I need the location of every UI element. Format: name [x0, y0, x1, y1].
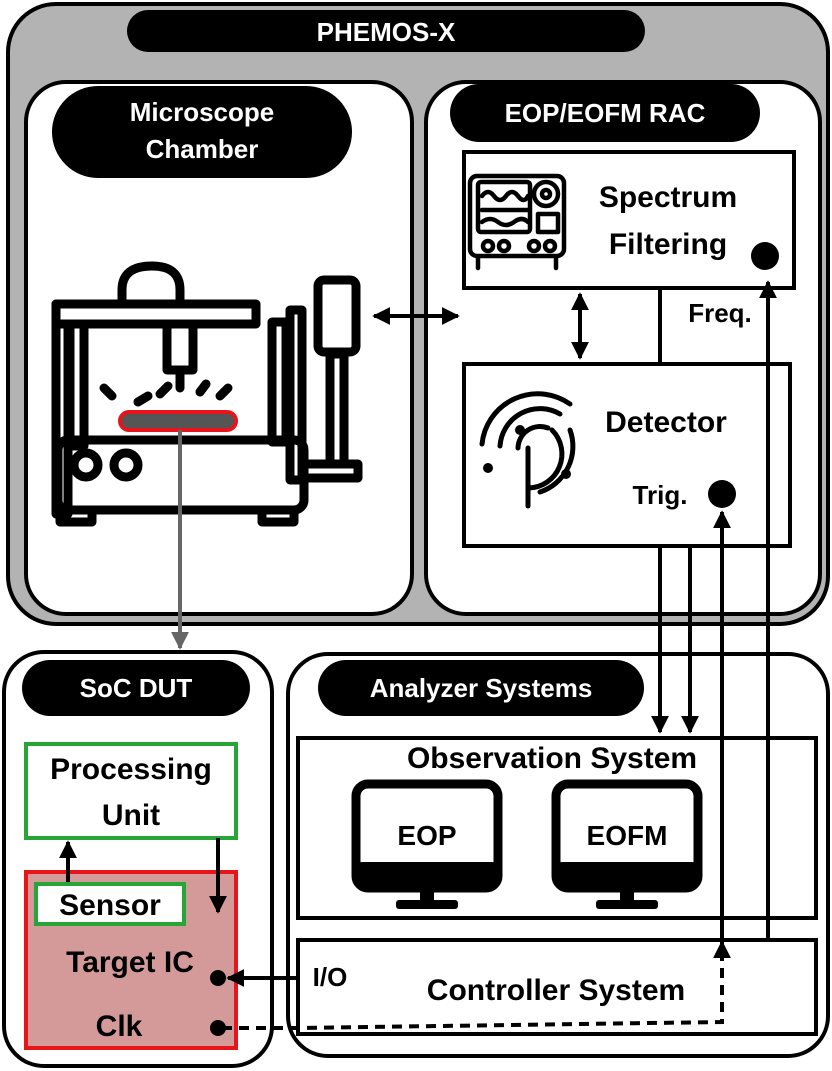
soc-dut-title-pill — [22, 660, 250, 716]
detector-icon — [479, 391, 576, 509]
clk-dashed-line — [222, 940, 731, 1030]
sensor-box — [34, 882, 186, 926]
sensor-label: Sensor — [59, 889, 161, 922]
detector-label: Detector — [605, 406, 727, 439]
rac-title-pill — [450, 84, 760, 142]
detector-trigger-port — [708, 480, 736, 508]
observation-system-title: Observation System — [407, 742, 697, 775]
spectrum-filtering-line1: Spectrum — [599, 181, 737, 214]
eofm-monitor-label: EOFM — [587, 820, 668, 851]
trig-label: Trig. — [633, 480, 688, 510]
processing-unit-line1: Processing — [50, 753, 212, 786]
microscope-chamber-title-pill — [52, 86, 352, 178]
eofm-monitor-icon — [551, 779, 703, 909]
target-ic-io-port — [210, 970, 226, 986]
analyzer-systems-title: Analyzer Systems — [370, 673, 593, 703]
rac-title: EOP/EOFM RAC — [505, 98, 706, 128]
microscope-icon — [51, 261, 363, 527]
detector-icon-dot-3 — [561, 469, 571, 479]
spectrum-filtering-line2: Filtering — [609, 228, 727, 261]
spectrum-output-port — [751, 242, 779, 270]
processing-unit-box — [24, 742, 238, 840]
oscilloscope-icon — [467, 173, 567, 271]
soc-dut-title: SoC DUT — [80, 673, 193, 703]
detector-icon-dot-1 — [483, 463, 493, 473]
detector-icon-dot-2 — [515, 425, 525, 435]
analyzer-systems-title-pill — [318, 660, 644, 716]
eop-monitor-label: EOP — [397, 820, 456, 851]
clk-port — [210, 1020, 226, 1036]
freq-label: Freq. — [688, 298, 752, 328]
target-ic-label: Target IC — [66, 946, 194, 979]
eop-monitor-icon — [351, 779, 503, 909]
processing-unit-line2: Unit — [102, 799, 160, 832]
sample-stage — [118, 410, 238, 432]
microscope-chamber-title-line2: Chamber — [146, 134, 259, 164]
phemos-x-title: PHEMOS-X — [317, 17, 456, 47]
controller-system-label: Controller System — [427, 974, 685, 1007]
clk-label: Clk — [96, 1010, 143, 1043]
io-label: I/O — [313, 962, 348, 992]
phemos-x-title-pill — [127, 10, 645, 52]
detector-box — [462, 362, 792, 548]
microscope-chamber-title-line1: Microscope — [130, 97, 275, 127]
